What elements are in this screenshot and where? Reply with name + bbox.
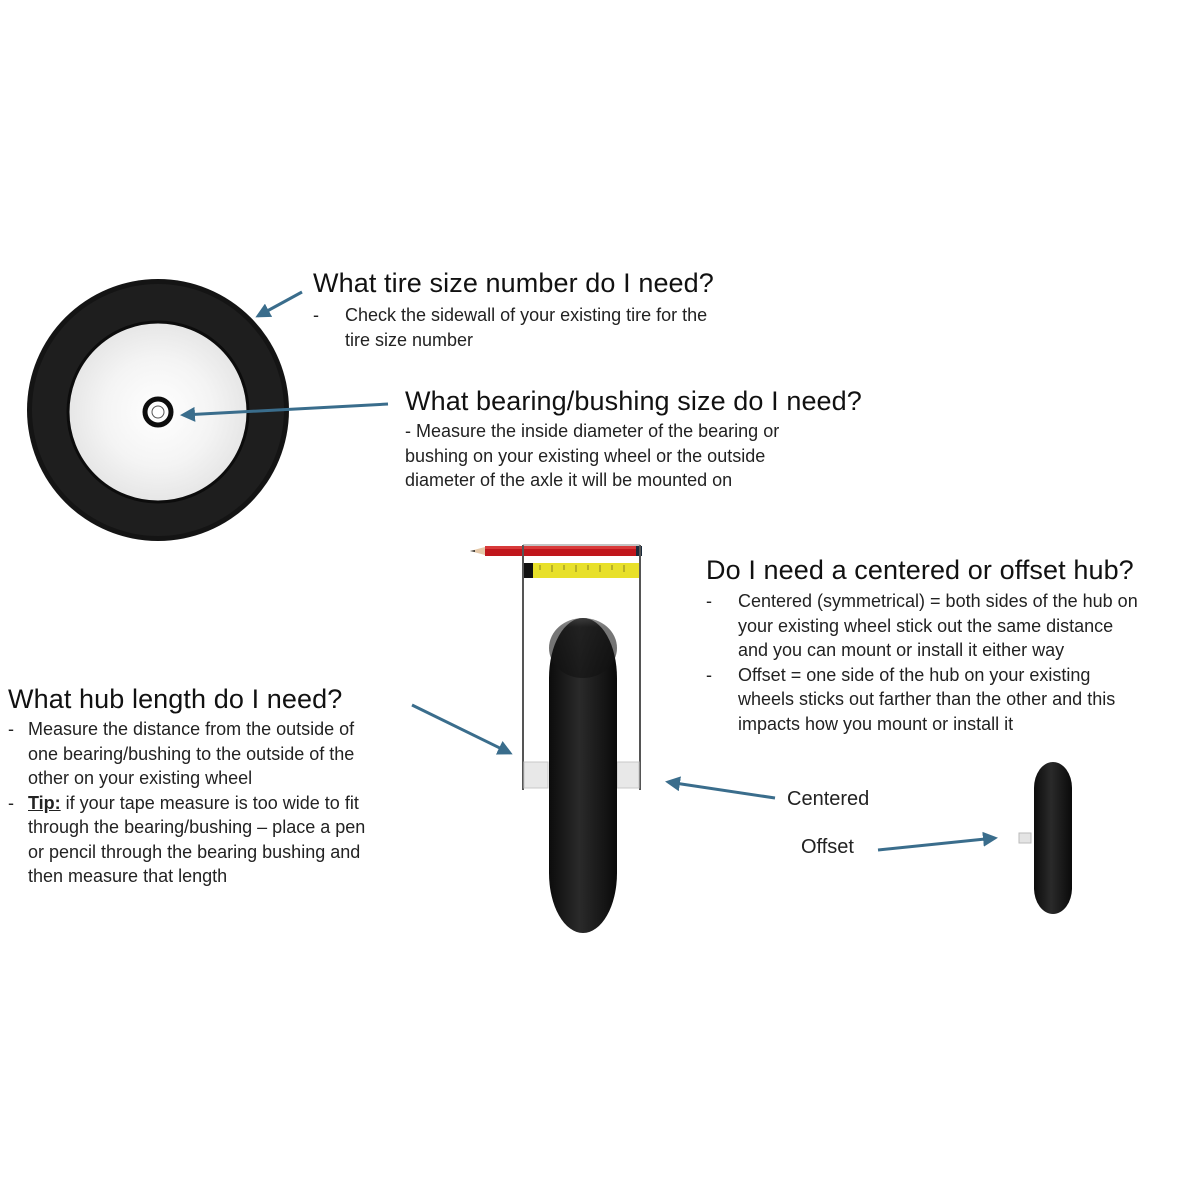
hub-offset-bullet-2: - Offset = one side of the hub on your e… [706,663,1200,737]
side-wheel-image [470,544,642,933]
offset-label: Offset [801,836,854,858]
hub-length-bullet-2: - Tip: if your tape measure is too wide … [8,791,428,889]
bullet-dash: - [313,305,319,325]
arrow-centered [665,776,776,800]
hub-offset-b1-line-2: your existing wheel stick out the same d… [738,615,1114,636]
bearing-line-3: diameter of the axle it will be mounted … [405,470,733,490]
hub-length-b1-line-3: other on your existing wheel [28,768,253,788]
bearing-text: - Measure the inside diameter of the bea… [405,419,875,493]
hub-length-b2-line-4: then measure that length [28,866,228,886]
hub-length-heading: What hub length do I need? [8,684,343,714]
bearing-heading: What bearing/bushing size do I need? [405,386,862,416]
arrow-offset [877,831,998,852]
bearing-line-1: - Measure the inside diameter of the bea… [405,421,780,441]
front-wheel-image [27,279,289,541]
tire-size-bullet: - Check the sidewall of your existing ti… [313,303,783,352]
hub-length-b2-line-3: or pencil through the bearing bushing an… [28,841,361,862]
offset-wheel-image [1018,762,1072,914]
hub-offset-text: - Centered (symmetrical) = both sides of… [706,589,1200,736]
centered-label: Centered [787,788,870,810]
hub-length-b1-line-2: one bearing/bushing to the outside of th… [28,743,355,764]
tip-label: Tip: [28,792,61,813]
bullet-dash: - [706,664,712,685]
hub-length-b2-line-1: Tip: if your tape measure is too wide to… [28,791,428,816]
tip-text: if your tape measure is too wide to fit [60,792,359,813]
hub-offset-b1-line-3: and you can mount or install it either w… [738,640,1065,660]
tire-size-line-2: tire size number [345,329,474,350]
tire-size-text: - Check the sidewall of your existing ti… [313,303,783,352]
bullet-dash: - [8,792,14,813]
hub-offset-b2-line-3: impacts how you mount or install it [738,713,1014,734]
bearing-line-2: bushing on your existing wheel or the ou… [405,445,766,466]
arrow-tire-sidewall [255,290,303,318]
bullet-dash: - [8,719,14,739]
arrow-bearing [180,402,389,422]
hub-offset-bullet-1: - Centered (symmetrical) = both sides of… [706,589,1200,663]
tire-size-heading: What tire size number do I need? [313,268,714,298]
bullet-dash: - [706,591,712,611]
hub-offset-b2-line-1: Offset = one side of the hub on your exi… [738,664,1091,685]
hub-offset-heading: Do I need a centered or offset hub? [706,555,1134,585]
hub-length-text: - Measure the distance from the outside … [8,717,428,889]
hub-offset-b2-line-2: wheels sticks out farther than the other… [738,689,1116,709]
hub-offset-b1-line-1: Centered (symmetrical) = both sides of t… [738,591,1138,611]
hub-length-b1-line-1: Measure the distance from the outside of [28,719,355,739]
tire-size-line-1: Check the sidewall of your existing tire… [345,305,708,325]
hub-length-b2-line-2: through the bearing/bushing – place a pe… [28,817,366,837]
hub-length-bullet-1: - Measure the distance from the outside … [8,717,428,791]
